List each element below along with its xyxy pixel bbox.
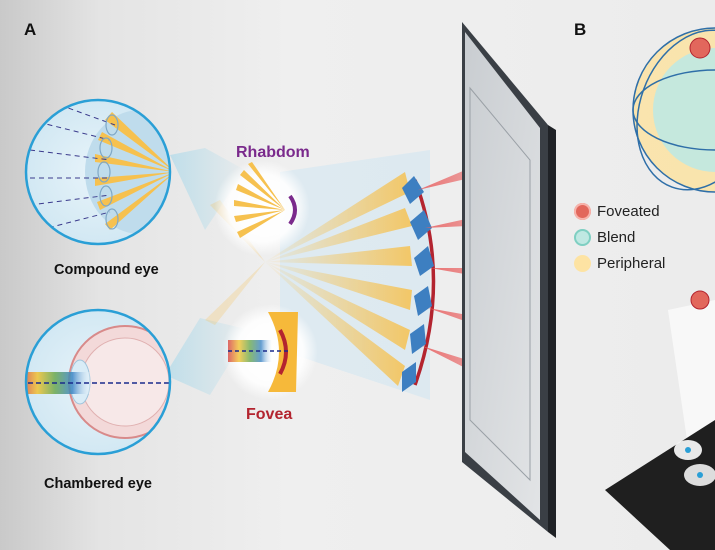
fovea-label: Fovea [246,406,293,423]
peripheral-swatch [574,254,591,272]
blend-swatch [574,228,591,246]
foveated-sphere-illustration [632,27,715,193]
legend: Foveated Blend Peripheral [574,198,665,276]
legend-label: Foveated [597,202,660,220]
curved-sensor-array [402,176,436,392]
legend-item-blend: Blend [574,224,665,250]
chambered-eye-caption: Chambered eye [44,476,152,492]
panel-label-a: A [24,20,37,39]
legend-label: Peripheral [597,254,666,272]
fovea-inset [222,304,318,400]
foveated-swatch [574,202,591,220]
rhabdom-inset [214,160,310,256]
compound-eye-illustration [24,98,172,246]
panel-label-b: B [574,20,587,39]
display-screen [462,22,556,538]
legend-label: Blend [597,228,636,246]
zoom-funnel-top [170,148,245,230]
foveated-projection-illustration [605,290,715,550]
compound-eye-caption: Compound eye [54,262,159,278]
legend-item-peripheral: Peripheral [574,250,665,276]
rhabdom-label: Rhabdom [236,144,310,161]
legend-item-foveated: Foveated [574,198,665,224]
chambered-eye-illustration [24,308,172,456]
